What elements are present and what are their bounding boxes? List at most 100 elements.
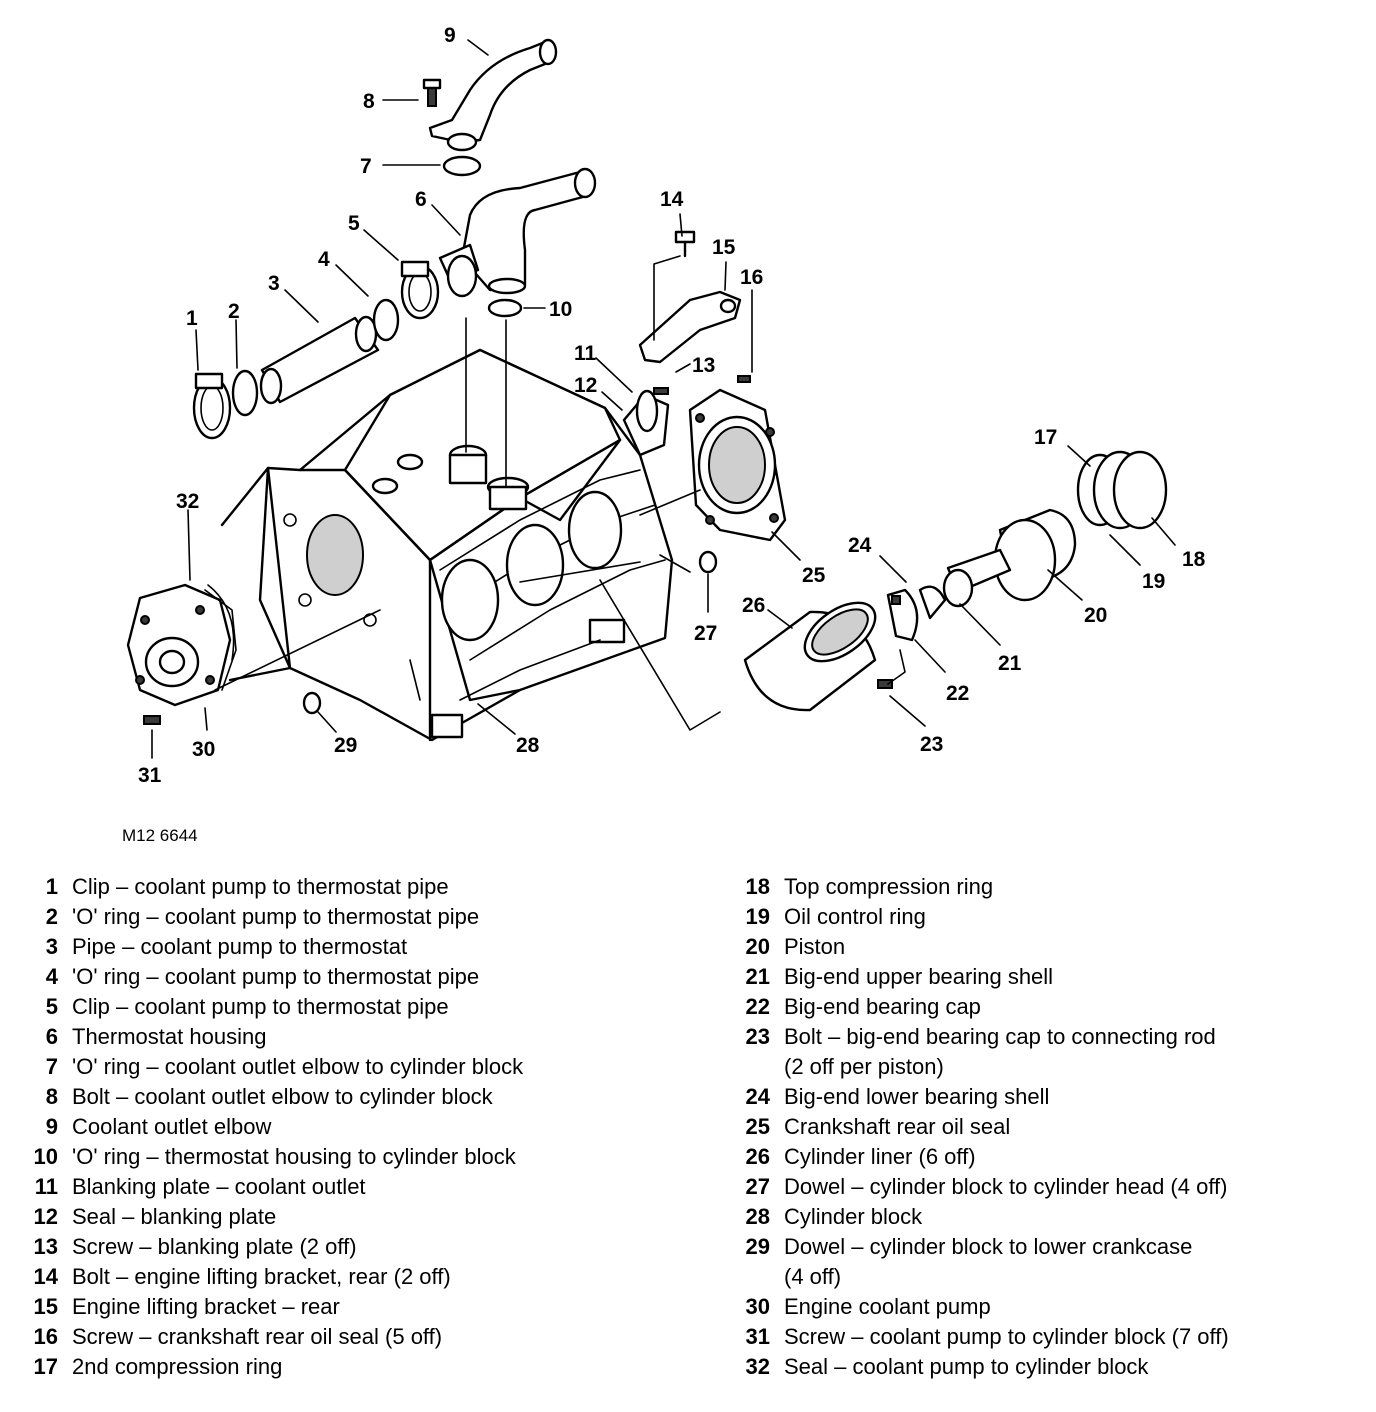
legend-item: 5 Clip – coolant pump to thermostat pipe	[20, 992, 700, 1022]
legend-item-text: Bolt – big-end bearing cap to connecting…	[784, 1024, 1216, 1049]
callout-32: 32	[176, 490, 199, 513]
legend-item-text: Coolant outlet elbow	[72, 1114, 272, 1139]
legend-item-number: 29	[745, 1234, 770, 1259]
legend-item-text: 'O' ring – coolant pump to thermostat pi…	[72, 904, 480, 929]
callout-31: 31	[138, 764, 162, 787]
callout-15: 15	[712, 236, 736, 259]
legend-item-number: 8	[45, 1084, 58, 1109]
legend-item-number: 12	[33, 1204, 58, 1229]
callout-2: 2	[228, 300, 240, 323]
legend-item-text: Bolt – coolant outlet elbow to cylinder …	[72, 1084, 493, 1109]
legend-item-text: Pipe – coolant pump to thermostat	[72, 934, 408, 959]
legend-item: 18 Top compression ring	[732, 872, 1372, 902]
callout-22: 22	[946, 682, 969, 705]
legend-item: 9 Coolant outlet elbow	[20, 1112, 700, 1142]
callout-28: 28	[516, 734, 540, 757]
legend-item-text: Bolt – engine lifting bracket, rear (2 o…	[72, 1264, 451, 1289]
legend-item-text: (4 off)	[784, 1264, 842, 1289]
legend-item-continuation: (4 off)	[732, 1262, 1372, 1292]
legend-item-number: 5	[45, 994, 58, 1019]
legend-item: 25 Crankshaft rear oil seal	[732, 1112, 1372, 1142]
legend-item-text: Engine lifting bracket – rear	[72, 1294, 340, 1319]
legend-item-text: Dowel – cylinder block to lower crankcas…	[784, 1234, 1193, 1259]
legend-item-number: 30	[745, 1294, 770, 1319]
callout-20: 20	[1084, 604, 1107, 627]
callout-26: 26	[742, 594, 765, 617]
legend-item-text: Oil control ring	[784, 904, 926, 929]
legend-item-number: 16	[33, 1324, 58, 1349]
legend-item-text: Crankshaft rear oil seal	[784, 1114, 1011, 1139]
legend-item-text: Engine coolant pump	[784, 1294, 991, 1319]
legend-item-text: Screw – coolant pump to cylinder block (…	[784, 1324, 1229, 1349]
callout-24: 24	[848, 534, 872, 557]
legend-item-number: 23	[745, 1024, 770, 1049]
legend-item-number: 2	[45, 904, 58, 929]
callout-11: 11	[574, 342, 597, 365]
legend-item-number: 28	[745, 1204, 770, 1229]
legend-item-number	[732, 1262, 784, 1292]
legend-item-text: (2 off per piston)	[784, 1054, 944, 1079]
callout-labels: 1 2 3 4 5 6 7 8 9 10 11 12 13 14 15 16 1…	[138, 24, 1206, 787]
legend-item-text: 'O' ring – coolant pump to thermostat pi…	[72, 964, 480, 989]
legend-item: 4 'O' ring – coolant pump to thermostat p…	[20, 962, 700, 992]
callout-16: 16	[740, 266, 763, 289]
callout-5: 5	[348, 212, 360, 235]
leader-lines	[151, 39, 1176, 759]
legend-item-number: 25	[745, 1114, 770, 1139]
legend-item: 11 Blanking plate – coolant outlet	[20, 1172, 700, 1202]
legend-item: 28 Cylinder block	[732, 1202, 1372, 1232]
legend-item-number: 17	[33, 1354, 58, 1379]
legend-item-text: Top compression ring	[784, 874, 994, 899]
callout-13: 13	[692, 354, 715, 377]
legend-item: 27 Dowel – cylinder block to cylinder hea…	[732, 1172, 1372, 1202]
small-parts-drawing	[143, 550, 718, 725]
legend-item-number: 13	[33, 1234, 58, 1259]
legend-item: 8 Bolt – coolant outlet elbow to cylinder…	[20, 1082, 700, 1112]
legend-item-text: Piston	[784, 934, 846, 959]
legend-item-text: Thermostat housing	[72, 1024, 267, 1049]
legend-item-number: 7	[45, 1054, 58, 1079]
callout-7: 7	[360, 155, 372, 178]
legend-item-text: 'O' ring – coolant outlet elbow to cylin…	[72, 1054, 524, 1079]
legend-item-text: Clip – coolant pump to thermostat pipe	[72, 994, 449, 1019]
cylinder-block-drawing	[220, 348, 674, 742]
callout-12: 12	[574, 374, 597, 397]
legend-item-number: 11	[34, 1174, 58, 1199]
legend-item-text: Clip – coolant pump to thermostat pipe	[72, 874, 449, 899]
callout-4: 4	[318, 248, 330, 271]
callout-30: 30	[192, 738, 215, 761]
legend-item-text: Big-end bearing cap	[784, 994, 981, 1019]
legend-item-text: Big-end upper bearing shell	[784, 964, 1054, 989]
legend-item-text: Dowel – cylinder block to cylinder head …	[784, 1174, 1228, 1199]
legend-item: 2 'O' ring – coolant pump to thermostat p…	[20, 902, 700, 932]
legend-item-text: Blanking plate – coolant outlet	[72, 1174, 366, 1199]
legend-item-text: Cylinder liner (6 off)	[784, 1144, 976, 1169]
legend-item-number: 4	[45, 964, 58, 989]
legend-item-number: 3	[45, 934, 58, 959]
legend-item: 23 Bolt – big-end bearing cap to connecti…	[732, 1022, 1372, 1052]
legend-item-number: 27	[745, 1174, 770, 1199]
legend-item-number: 9	[45, 1114, 58, 1139]
legend-item-text: 2nd compression ring	[72, 1354, 283, 1379]
legend-item-number: 20	[745, 934, 770, 959]
figure-code: M12 6644	[122, 826, 198, 845]
callout-27: 27	[694, 622, 717, 645]
legend-item: 29 Dowel – cylinder block to lower crankc…	[732, 1232, 1372, 1262]
legend-item-number	[732, 1052, 784, 1082]
legend-item-text: Cylinder block	[784, 1204, 923, 1229]
legend-item-text: Seal – blanking plate	[72, 1204, 277, 1229]
legend-item-number: 18	[745, 874, 770, 899]
coolant-pipe-drawing	[192, 260, 440, 440]
callout-25: 25	[802, 564, 826, 587]
callout-23: 23	[920, 733, 943, 756]
legend-item: 7 'O' ring – coolant outlet elbow to cyli…	[20, 1052, 700, 1082]
